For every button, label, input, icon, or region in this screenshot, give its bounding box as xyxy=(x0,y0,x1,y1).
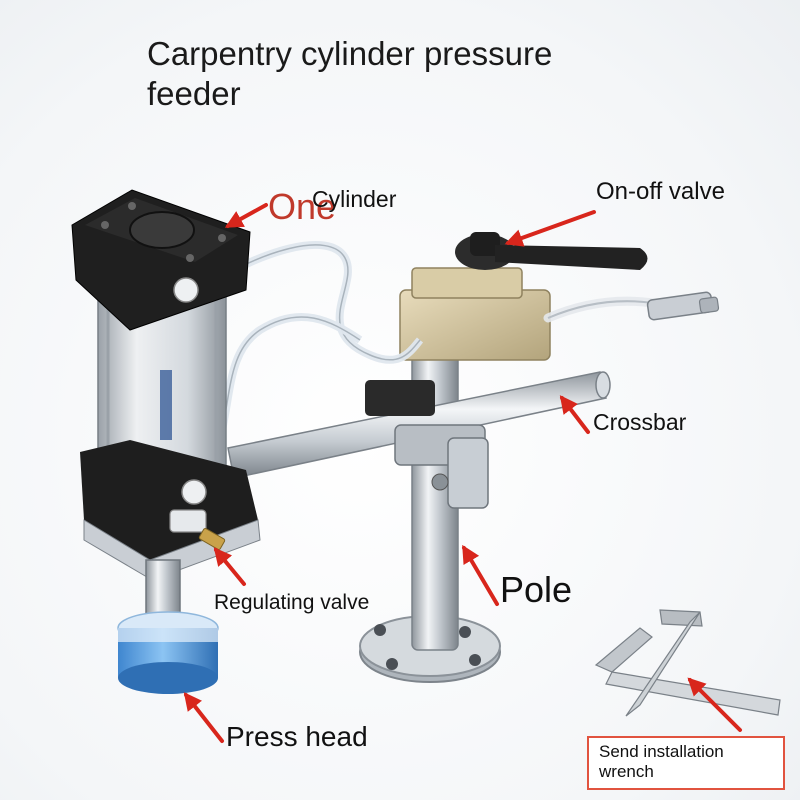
arrow-valve xyxy=(504,210,596,247)
press-head xyxy=(117,611,219,694)
arrow-pole xyxy=(462,544,499,606)
arrow-wrench xyxy=(687,677,742,732)
arrow-cylinder xyxy=(224,203,268,228)
quick-coupler xyxy=(646,291,720,321)
label-regulating-valve: Regulating valve xyxy=(214,591,370,614)
label-press-head: Press head xyxy=(226,721,368,752)
label-pole: Pole xyxy=(500,569,573,610)
arrow-crossbar xyxy=(559,395,590,434)
label-cylinder: Cylinder xyxy=(312,186,397,212)
on-off-valve xyxy=(399,232,648,361)
arrow-regulating-valve xyxy=(213,547,246,586)
hex-wrenches xyxy=(594,609,781,717)
regulating-valve xyxy=(198,528,226,550)
clamp xyxy=(365,380,489,509)
page-title: Carpentry cylinder pressure feeder xyxy=(147,35,553,112)
label-on-off-valve: On-off valve xyxy=(596,178,725,205)
label-wrench: Send installation wrench xyxy=(599,742,724,781)
cylinder xyxy=(71,189,261,581)
label-crossbar: Crossbar xyxy=(593,409,687,435)
annotation-arrows xyxy=(183,203,742,743)
label-overlay-red: One xyxy=(268,186,337,227)
arrow-press-head xyxy=(183,692,224,743)
wrench-callout-box: Send installation wrench xyxy=(587,736,785,790)
fittings xyxy=(169,277,207,533)
